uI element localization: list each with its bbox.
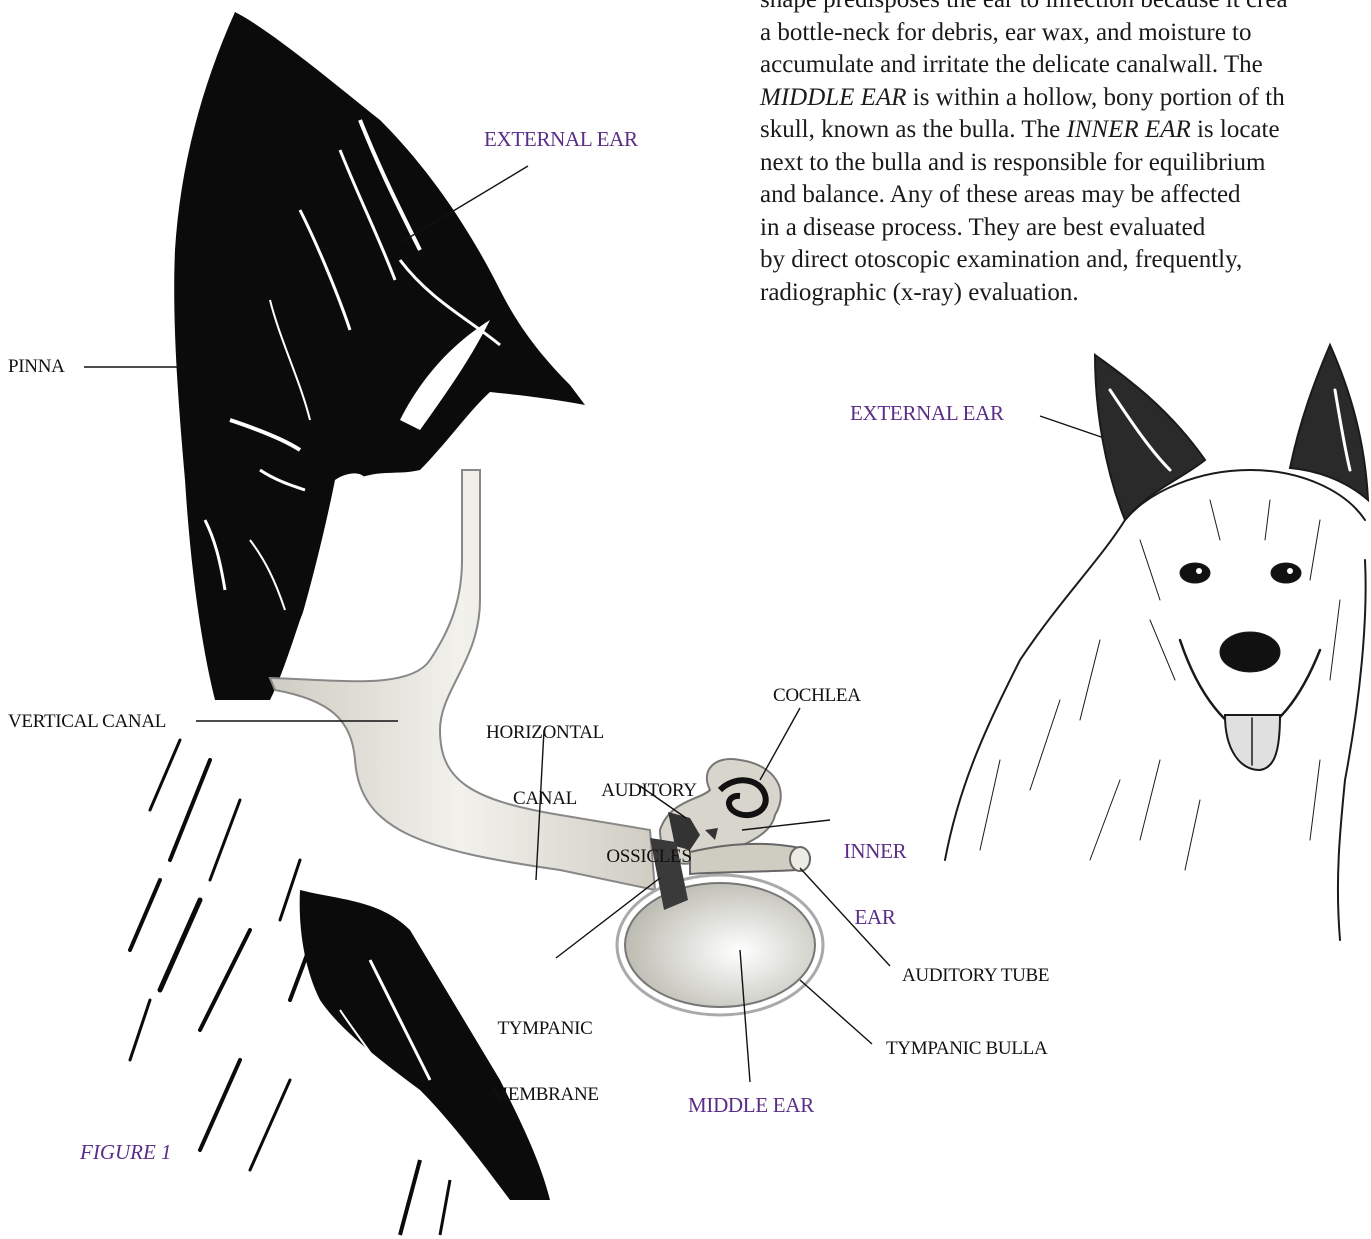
para-line-8: in a disease process. They are best eval… (760, 214, 1205, 241)
label-vertical-canal: VERTICAL CANAL (8, 711, 166, 733)
label-pinna: PINNA (8, 356, 65, 378)
dog-head-sketch (945, 345, 1368, 940)
para-line-5a: skull, known as the bulla. The (760, 116, 1066, 143)
para-line-2: a bottle-neck for debris, ear wax, and m… (760, 19, 1252, 46)
label-inner-ear-line2: EAR (830, 906, 920, 928)
para-line-5-emphasis: INNER EAR (1066, 116, 1190, 143)
para-line-1: shape predisposes the ear to infection b… (760, 0, 1288, 13)
para-line-10: radiographic (x-ray) evaluation. (760, 279, 1079, 306)
label-tympanic-bulla: TYMPANIC BULLA (886, 1038, 1047, 1060)
label-cochlea: COCHLEA (773, 685, 861, 707)
para-line-7: and balance. Any of these areas may be a… (760, 181, 1241, 208)
para-line-5b: is locate (1191, 116, 1280, 143)
label-inner-ear-line1: INNER (830, 840, 920, 862)
label-tympanic-membrane-line2: MEMBRANE (470, 1084, 620, 1106)
para-line-4: is within a hollow, bony portion of th (907, 84, 1285, 111)
para-line-6: next to the bulla and is responsible for… (760, 149, 1265, 176)
label-middle-ear: MIDDLE EAR (688, 1094, 814, 1116)
label-auditory-tube: AUDITORY TUBE (902, 965, 1049, 987)
figure-caption: FIGURE 1 (80, 1140, 172, 1165)
para-line-3: accumulate and irritate the delicate can… (760, 51, 1263, 78)
para-line-4-emphasis: MIDDLE EAR (760, 84, 907, 111)
neck-hatching (130, 740, 320, 1170)
para-line-9: by direct otoscopic examination and, fre… (760, 246, 1242, 273)
tympanic-bulla-shape (625, 883, 815, 1007)
label-tympanic-membrane: TYMPANIC MEMBRANE (470, 974, 620, 1128)
label-auditory-ossicles-line2: OSSICLES (574, 846, 724, 868)
pinna-drawing (174, 12, 585, 700)
label-auditory-ossicles-line1: AUDITORY (574, 780, 724, 802)
label-auditory-ossicles: AUDITORY OSSICLES (574, 736, 724, 890)
label-tympanic-membrane-line1: TYMPANIC (470, 1018, 620, 1040)
body-paragraph: shape predisposes the ear to infection b… (760, 0, 1371, 309)
label-external-ear-dog: EXTERNAL EAR (850, 402, 1004, 424)
label-external-ear-top: EXTERNAL EAR (484, 128, 638, 150)
label-inner-ear: INNER EAR (830, 796, 920, 950)
